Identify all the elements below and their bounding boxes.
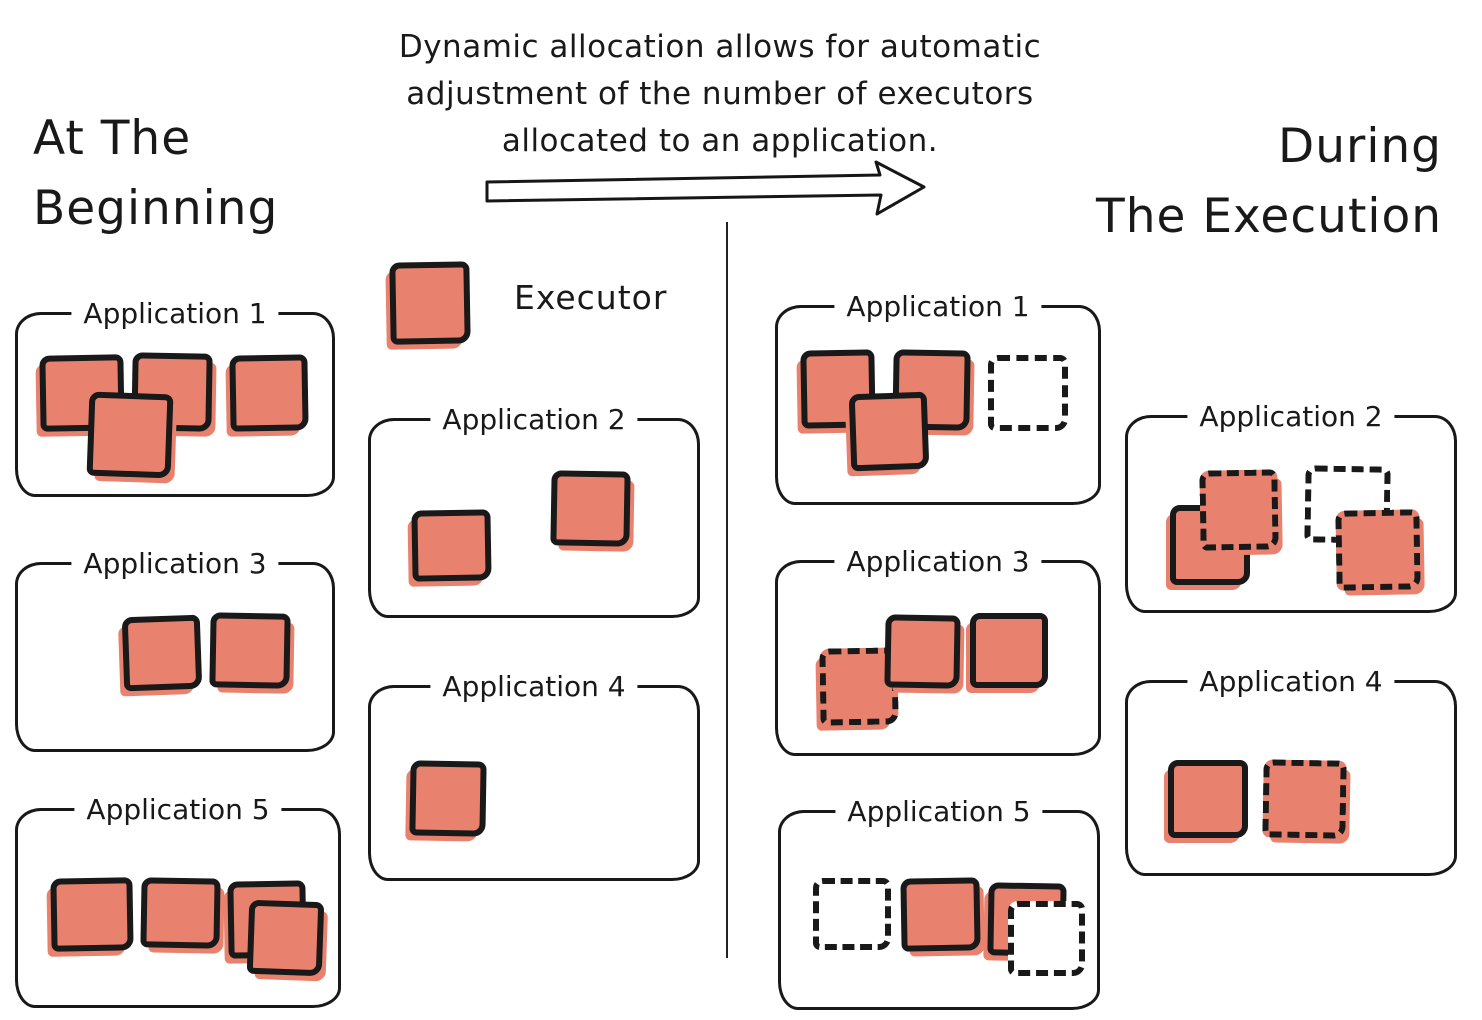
application-label: Application 4 xyxy=(1187,664,1395,700)
executor-square xyxy=(86,391,174,479)
application-label: Application 2 xyxy=(430,402,638,438)
executor-square xyxy=(246,899,325,977)
executor-square-dynamic xyxy=(1335,509,1421,591)
application-label: Application 2 xyxy=(1187,399,1395,435)
executor-square-dynamic xyxy=(1262,759,1347,839)
heading-left-line-2: Beginning xyxy=(33,181,279,236)
heading-right-line-1: During xyxy=(1278,119,1442,174)
heading-at-the-beginning: At The Beginning xyxy=(33,104,278,244)
executor-slot-empty xyxy=(813,878,891,950)
application-label: Application 3 xyxy=(71,546,279,582)
application-box-e4: Application 4 xyxy=(1125,664,1457,876)
title-line-1: Dynamic allocation allows for automatic xyxy=(398,29,1042,65)
application-box-e5: Application 5 xyxy=(778,794,1100,1010)
executor-square xyxy=(884,614,961,689)
executor-square xyxy=(411,509,492,582)
application-box-e1: Application 1 xyxy=(775,289,1101,505)
application-box-b3: Application 3 xyxy=(15,546,335,752)
executor-square xyxy=(140,877,221,949)
executor-square xyxy=(970,613,1048,688)
application-label: Application 5 xyxy=(74,792,282,828)
right-arrow-icon xyxy=(485,160,926,216)
executor-square xyxy=(209,612,291,689)
application-box-b5: Application 5 xyxy=(15,792,341,1008)
application-label: Application 3 xyxy=(834,544,1042,580)
heading-left-line-1: At The xyxy=(33,111,192,166)
executor-square-dynamic xyxy=(1199,469,1279,551)
executor-square xyxy=(848,391,930,472)
application-box-e2: Application 2 xyxy=(1125,399,1457,613)
application-box-b4: Application 4 xyxy=(368,669,700,881)
vertical-divider xyxy=(726,222,728,958)
application-label: Application 1 xyxy=(71,296,279,332)
title-line-2: adjustment of the number of executors xyxy=(406,76,1034,112)
heading-during-the-execution: During The Execution xyxy=(1096,112,1442,252)
application-box-b1: Application 1 xyxy=(15,296,335,497)
application-label: Application 4 xyxy=(430,669,638,705)
executor-square xyxy=(1168,760,1248,838)
diagram-title: Dynamic allocation allows for automatic … xyxy=(340,24,1100,165)
application-label: Application 1 xyxy=(834,289,1042,325)
application-box-b2: Application 2 xyxy=(368,402,700,618)
application-box-e3: Application 3 xyxy=(775,544,1101,756)
application-label: Application 5 xyxy=(835,794,1043,830)
title-line-3: allocated to an application. xyxy=(501,123,939,159)
executor-legend-label: Executor xyxy=(514,278,668,317)
executor-square xyxy=(409,760,487,837)
executor-legend-swatch-icon xyxy=(389,261,471,345)
executor-slot-empty xyxy=(988,355,1068,431)
executor-square xyxy=(121,614,203,692)
executor-square xyxy=(229,354,309,432)
executor-slot-empty xyxy=(1008,901,1085,976)
executor-square xyxy=(50,877,134,952)
heading-right-line-2: The Execution xyxy=(1096,189,1442,244)
executor-square xyxy=(550,470,631,547)
executor-square xyxy=(900,877,981,952)
